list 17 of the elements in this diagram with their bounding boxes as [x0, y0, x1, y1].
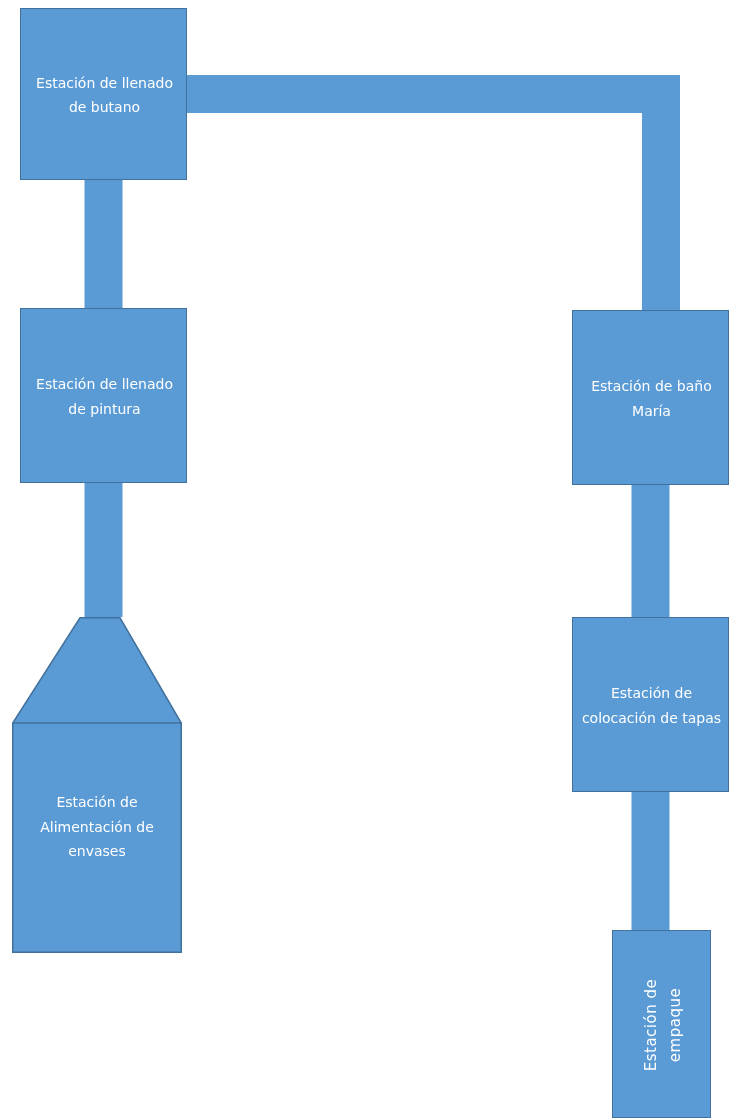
- connector-bar: [84, 180, 123, 308]
- hopper-station-shape: [12, 617, 182, 953]
- connector-bar: [631, 792, 670, 930]
- station-box: [572, 310, 729, 485]
- station-label: Estación de llenado de butano: [35, 73, 174, 117]
- station-box: [20, 308, 187, 483]
- connector-bar: [631, 485, 670, 617]
- station-label: Estación de Alimentación de envases: [39, 793, 155, 861]
- station-label: Estación de empaque: [640, 977, 685, 1074]
- station-box: [572, 617, 729, 792]
- connector-bar: [187, 75, 680, 310]
- station-label: Estación de llenado de pintura: [35, 375, 174, 419]
- station-box: [20, 8, 187, 180]
- station-label: Estación de colocación de tapas: [581, 684, 722, 728]
- station-box: [612, 930, 711, 1118]
- connector-bar: [84, 483, 123, 617]
- station-label: Estación de baño María: [590, 377, 713, 421]
